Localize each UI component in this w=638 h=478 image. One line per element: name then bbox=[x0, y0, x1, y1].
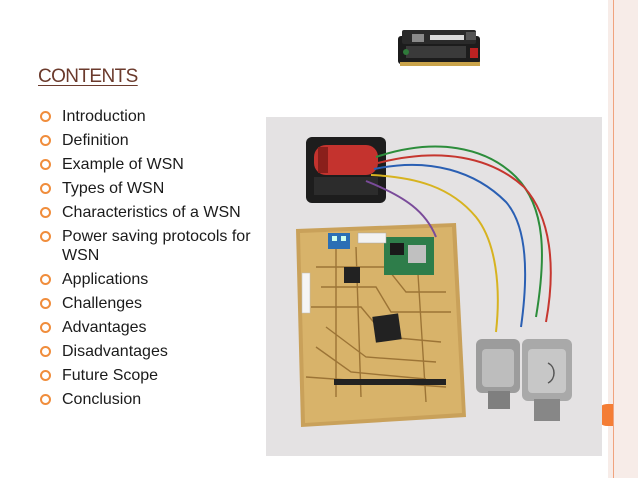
slide-title: CONTENTS bbox=[38, 66, 138, 87]
bullet-icon bbox=[40, 322, 51, 333]
contents-item: Example of WSN bbox=[40, 155, 260, 174]
contents-item-label: Advantages bbox=[62, 319, 147, 336]
contents-item-label: Power saving protocols for WSN bbox=[62, 228, 251, 264]
bullet-icon bbox=[40, 298, 51, 309]
sensor-node-thumbnail bbox=[398, 30, 480, 66]
bullet-icon bbox=[40, 111, 51, 122]
contents-item-label: Introduction bbox=[62, 108, 146, 125]
contents-item-label: Challenges bbox=[62, 295, 143, 312]
contents-item-label: Disadvantages bbox=[62, 343, 168, 360]
contents-item: Applications bbox=[40, 270, 260, 289]
contents-item: Power saving protocols for WSN bbox=[40, 227, 260, 265]
bullet-icon bbox=[40, 159, 51, 170]
contents-item-label: Conclusion bbox=[62, 391, 142, 408]
bullet-icon bbox=[40, 231, 51, 242]
bullet-icon bbox=[40, 346, 51, 357]
contents-item-label: Types of WSN bbox=[62, 180, 165, 197]
contents-item: Future Scope bbox=[40, 366, 260, 385]
bullet-icon bbox=[40, 207, 51, 218]
bullet-icon bbox=[40, 183, 51, 194]
contents-item-label: Definition bbox=[62, 132, 129, 149]
bullet-icon bbox=[40, 370, 51, 381]
contents-item: Definition bbox=[40, 131, 260, 150]
bullet-icon bbox=[40, 394, 51, 405]
contents-item-label: Example of WSN bbox=[62, 156, 184, 173]
contents-item: Introduction bbox=[40, 107, 260, 126]
decorative-stripe-line bbox=[613, 0, 614, 478]
bullet-icon bbox=[40, 274, 51, 285]
contents-item: Conclusion bbox=[40, 390, 260, 409]
bullet-icon bbox=[40, 135, 51, 146]
contents-item-label: Future Scope bbox=[62, 367, 159, 384]
contents-item: Advantages bbox=[40, 318, 260, 337]
contents-item: Disadvantages bbox=[40, 342, 260, 361]
contents-item: Characteristics of a WSN bbox=[40, 203, 260, 222]
contents-item: Challenges bbox=[40, 294, 260, 313]
contents-item-label: Applications bbox=[62, 271, 149, 288]
contents-item: Types of WSN bbox=[40, 179, 260, 198]
wsn-board-photo bbox=[266, 117, 602, 456]
contents-item-label: Characteristics of a WSN bbox=[62, 204, 241, 221]
